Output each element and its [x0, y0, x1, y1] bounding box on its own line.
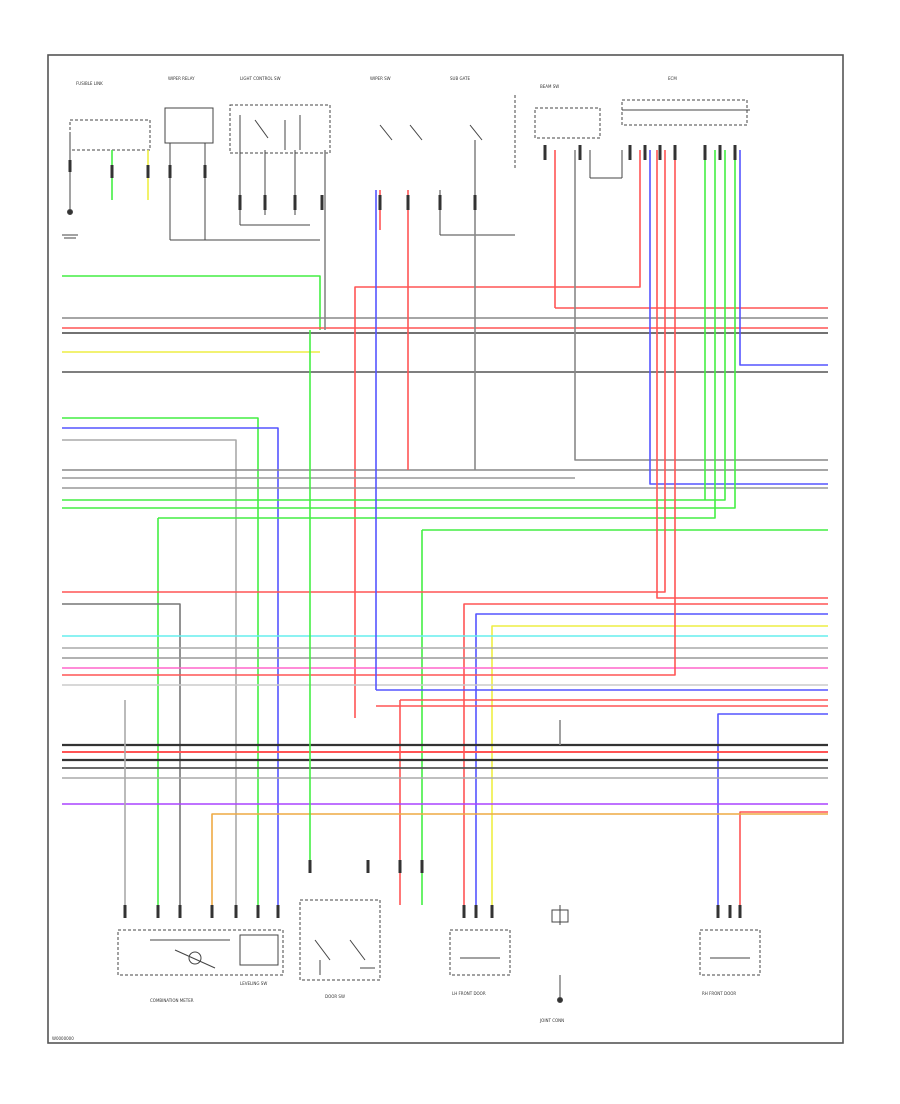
- label-combination-meter: COMBINATION METER: [150, 998, 194, 1003]
- label-wiper-switch: WIPER SW: [370, 76, 391, 81]
- diagram-border: [47, 54, 844, 1044]
- wire-yellow-h9: [491, 625, 828, 905]
- bottom-component-labels: COMBINATION METER LEVELING SW DOOR SW LH…: [150, 981, 736, 1023]
- wire-red-h13: [62, 150, 676, 676]
- label-sub-gate: SUB GATE: [450, 76, 470, 81]
- label-right-front-door: RH FRONT DOOR: [702, 991, 736, 996]
- label-left-front-door: LH FRONT DOOR: [452, 991, 486, 996]
- component-combination-meter: [117, 929, 284, 976]
- component-light-beam-switch: [534, 107, 623, 179]
- label-headlamp-leveling: LEVELING SW: [240, 981, 267, 986]
- wire-green-h4: [62, 150, 736, 509]
- label-fusible-link: FUSIBLE LINK: [76, 81, 103, 86]
- wire-gray-2: [62, 439, 237, 905]
- label-joint-connector: JOINT CONN: [539, 1018, 564, 1023]
- component-wiper-switch: [379, 124, 423, 141]
- component-left-front-door: [449, 929, 511, 976]
- wire-orange-h22: [211, 813, 828, 905]
- label-light-control-switch: LIGHT CONTROL SW: [240, 76, 281, 81]
- connector-ticks-top: [68, 145, 737, 210]
- wire-green-1: [62, 275, 321, 330]
- label-ecm: ECM: [668, 76, 677, 81]
- wire-blue-vert-476: [475, 613, 828, 905]
- wire-green-h5: [158, 150, 716, 519]
- label-front-door-switch: DOOR SW: [325, 994, 345, 999]
- wire-red-h21: [739, 811, 828, 905]
- wire-red-657: [656, 150, 828, 599]
- component-right-front-door: [699, 929, 761, 976]
- wire-red-vert-464: [463, 603, 828, 905]
- component-sub-gate: [439, 95, 516, 236]
- component-ecm: [621, 99, 750, 126]
- wire-gray-ecm-drop: [574, 150, 828, 461]
- wires: [62, 140, 828, 905]
- bottom-components: [117, 899, 761, 1003]
- label-front-wiper-relay: WIPER RELAY: [168, 76, 195, 81]
- component-front-wiper-relay: [164, 107, 320, 241]
- component-front-door-switch: [299, 899, 381, 981]
- wire-green-2: [62, 417, 259, 905]
- component-joint-connector: [551, 905, 569, 1003]
- wire-red-ecm-loop: [354, 150, 641, 718]
- wire-blue-loop-right: [649, 150, 828, 485]
- top-component-labels: FUSIBLE LINK WIPER RELAY LIGHT CONTROL S…: [76, 76, 677, 89]
- footer-code: W0000000: [52, 1036, 74, 1041]
- wire-blue-h18: [717, 713, 828, 905]
- connector-ticks-bottom: [123, 860, 742, 918]
- component-fusible-link: [62, 119, 151, 239]
- wire-gray-h8: [62, 603, 181, 905]
- component-light-control-switch: [229, 104, 331, 226]
- top-components: [62, 95, 750, 241]
- wire-red-h8: [62, 150, 666, 593]
- wire-green-h3: [62, 150, 726, 501]
- wire-blue-right: [739, 150, 828, 366]
- label-light-beam-switch: BEAM SW: [540, 84, 559, 89]
